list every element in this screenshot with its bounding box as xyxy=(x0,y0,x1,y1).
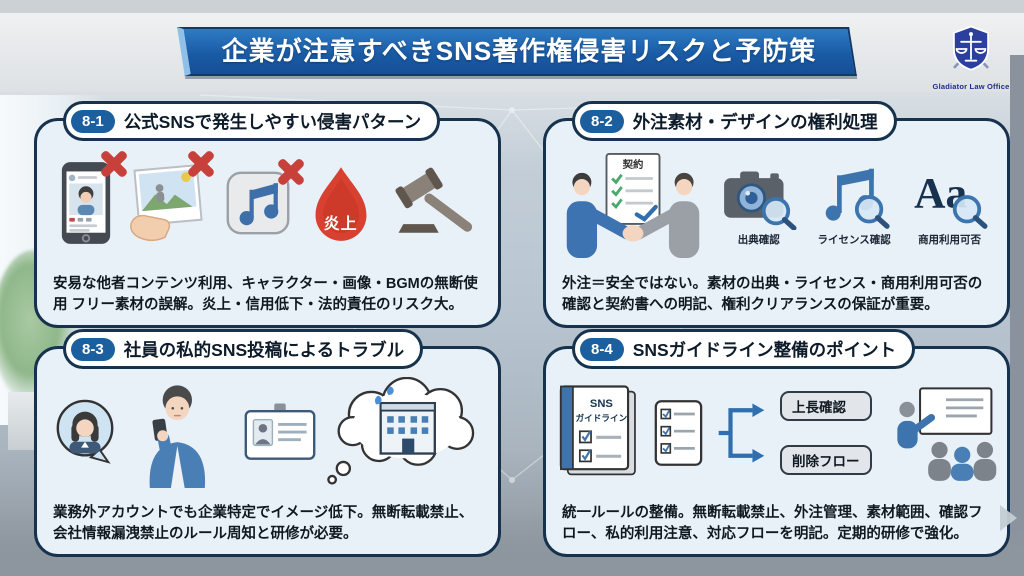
flow-box-supervisor-check: 上長確認 xyxy=(780,391,872,421)
music-magnifier-icon xyxy=(825,168,890,229)
badge-8-3: 8-3 xyxy=(71,337,115,361)
book-title-top: SNS xyxy=(590,398,614,410)
shield-scales-icon xyxy=(953,25,989,71)
heading-8-4: SNSガイドライン整備のポイント xyxy=(632,339,897,360)
flame-warning: 炎上 xyxy=(308,164,374,246)
license-check: ライセンス確認 xyxy=(808,164,900,247)
slide-title-bar: 企業が注意すべきSNS著作権侵害リスクと予防策 xyxy=(177,27,857,76)
card-8-3-illustrations xyxy=(45,377,490,489)
prohibited-x-icon xyxy=(186,149,216,179)
card-8-4-illustrations: SNS ガイドライン xyxy=(554,377,999,489)
book-title-bottom: ガイドライン xyxy=(576,412,628,423)
card-8-3-header: 8-3 社員の私的SNS投稿によるトラブル xyxy=(63,329,424,369)
gavel-icon xyxy=(395,167,472,233)
prohibited-x-icon xyxy=(99,149,129,179)
source-check-label: 出典確認 xyxy=(737,233,780,246)
sns-post-banned xyxy=(60,159,112,252)
wall-pillar xyxy=(1010,55,1024,576)
heading-8-1: 公式SNSで発生しやすい侵害パターン xyxy=(123,111,422,132)
card-8-1-illustrations: 炎上 xyxy=(45,149,490,261)
commercial-use-label: 商用利用可否 xyxy=(918,233,982,246)
next-arrow-icon[interactable] xyxy=(1000,505,1017,531)
id-card-icon xyxy=(245,403,316,460)
card-8-4-header: 8-4 SNSガイドライン整備のポイント xyxy=(572,329,916,369)
contract-label: 契約 xyxy=(622,158,644,171)
logo-text: Gladiator Law Office xyxy=(932,82,1010,91)
body-8-4: 統一ルールの整備。無断転載禁止、外注管理、素材範囲、確認フロー、私的利用注意、対… xyxy=(562,504,983,543)
card-8-2-header: 8-2 外注素材・デザインの権利処理 xyxy=(572,101,897,141)
woman-avatar-bubble-icon xyxy=(56,399,114,464)
flow-arrows-icon xyxy=(718,403,765,463)
card-8-4: 8-4 SNSガイドライン整備のポイント SNS ガイドライン xyxy=(543,329,1010,557)
music-banned xyxy=(224,169,292,242)
badge-8-2: 8-2 xyxy=(580,109,624,133)
body-8-2: 外注＝安全ではない。素材の出典・ライセンス・商用利用可否の確認と契約書への明記、… xyxy=(562,275,983,314)
man-with-phone-icon xyxy=(149,385,205,488)
card-8-2: 8-2 外注素材・デザインの権利処理 契約 xyxy=(543,101,1010,328)
photo-banned xyxy=(127,161,209,250)
body-8-3: 業務外アカウントでも企業特定でイメージ低下。無断転載禁止、会社情報漏洩禁止のルー… xyxy=(53,504,474,543)
heading-8-3: 社員の私的SNS投稿によるトラブル xyxy=(123,339,405,360)
license-check-label: ライセンス確認 xyxy=(817,233,891,246)
badge-8-4: 8-4 xyxy=(580,337,624,361)
heading-8-2: 外注素材・デザインの権利処理 xyxy=(632,111,878,132)
photo-in-hand-icon xyxy=(130,163,203,241)
card-8-1: 8-1 公式SNSで発生しやすい侵害パターン xyxy=(34,101,501,328)
flame-label: 炎上 xyxy=(323,216,358,233)
commercial-use-check: Aa 商用利用可否 xyxy=(904,164,996,247)
thought-bubble-company-icon xyxy=(327,377,475,485)
guideline-book-icon: SNS ガイドライン xyxy=(559,385,636,476)
camera-magnifier-icon xyxy=(723,171,797,230)
contract-handshake-icon: 契約 xyxy=(567,152,700,258)
law-office-logo: Gladiator Law Office xyxy=(932,22,1010,91)
checklist-icon xyxy=(654,400,703,466)
prohibited-x-icon xyxy=(276,157,306,187)
source-check: 出典確認 xyxy=(713,164,805,247)
badge-8-1: 8-1 xyxy=(71,109,115,133)
card-8-3: 8-3 社員の私的SNS投稿によるトラブル xyxy=(34,329,501,557)
card-8-1-header: 8-1 公式SNSで発生しやすい侵害パターン xyxy=(63,101,441,141)
flow-box-deletion-flow: 削除フロー xyxy=(780,445,872,475)
music-app-icon xyxy=(227,171,290,234)
body-8-1: 安易な他者コンテンツ利用、キャラクター・画像・BGMの無断使用 フリー素材の誤解… xyxy=(53,275,478,314)
flow-boxes: 上長確認 削除フロー xyxy=(780,391,872,475)
slide-title: 企業が注意すべきSNS著作権侵害リスクと予防策 xyxy=(221,36,817,66)
flame-icon xyxy=(315,167,367,241)
smartphone-post-icon xyxy=(62,161,111,244)
ceiling-beam xyxy=(0,0,1024,13)
training-presentation-icon xyxy=(896,387,996,481)
card-8-2-illustrations: 契約 出典確認 xyxy=(554,149,999,261)
font-magnifier-icon: Aa xyxy=(914,169,988,229)
